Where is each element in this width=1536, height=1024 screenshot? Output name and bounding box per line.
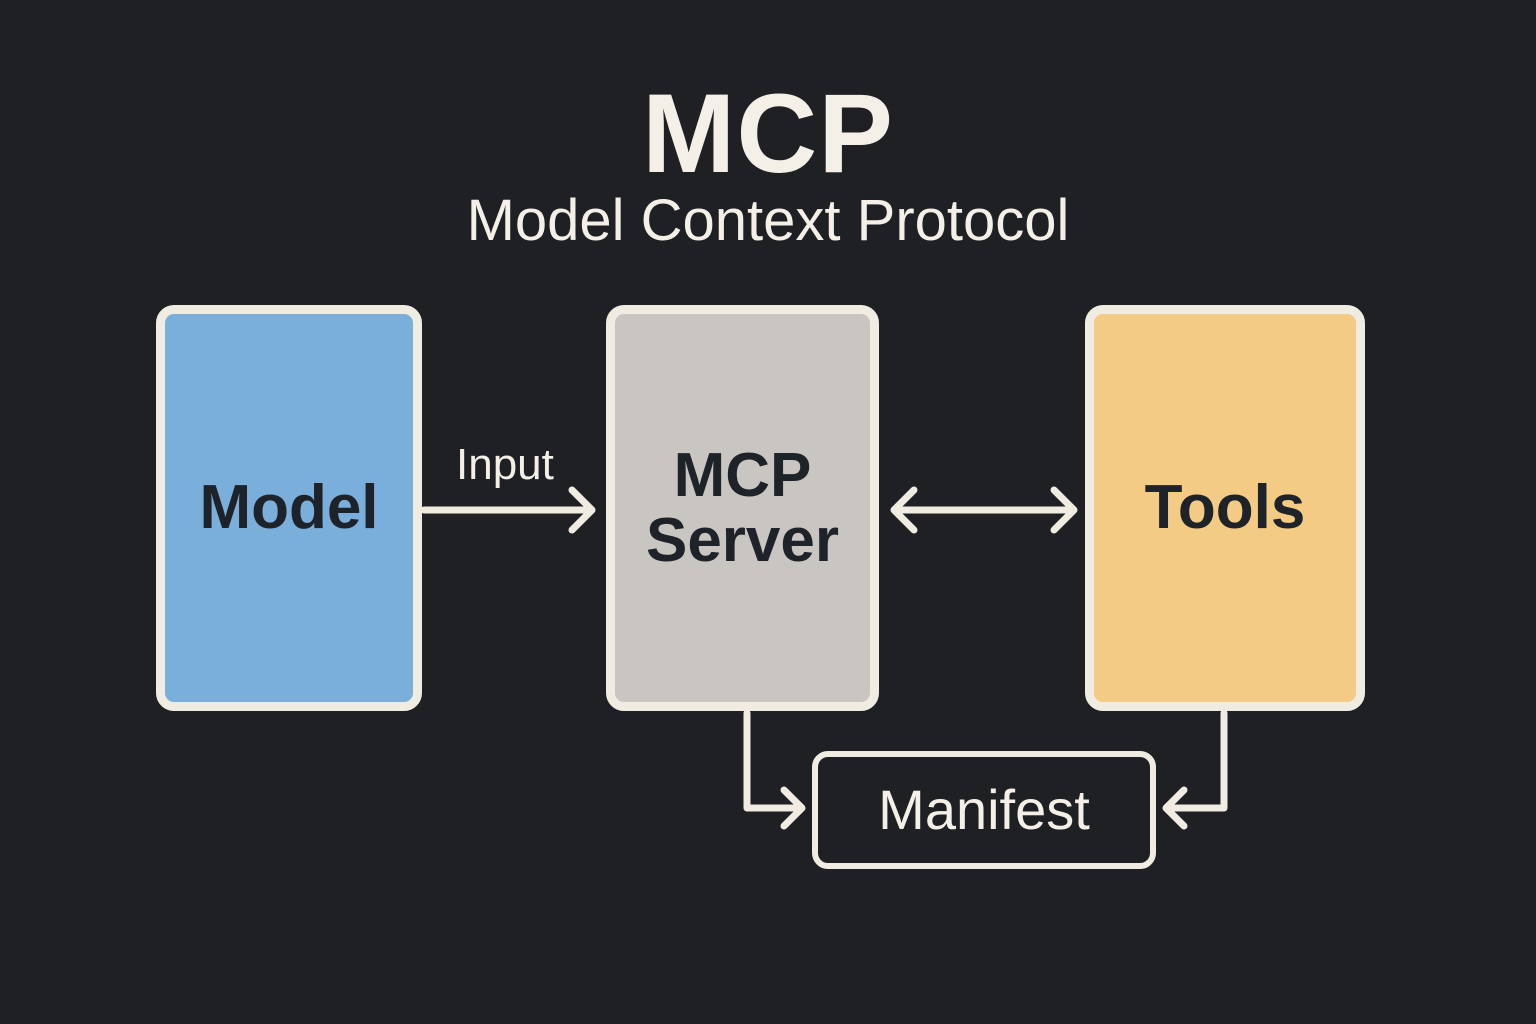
edge-label-input: Input bbox=[456, 440, 554, 489]
node-manifest-label: Manifest bbox=[878, 777, 1090, 841]
diagram-subtitle: Model Context Protocol bbox=[466, 188, 1070, 253]
edge-server-to-manifest bbox=[743, 709, 804, 812]
arrowhead-manifest-left bbox=[780, 786, 806, 830]
edge-tools-to-manifest bbox=[1164, 709, 1228, 812]
arrowhead-manifest-right bbox=[1162, 786, 1188, 830]
node-mcp-server: MCP Server bbox=[606, 305, 879, 711]
arrowhead-tools-side bbox=[1050, 486, 1078, 534]
node-model-label: Model bbox=[199, 473, 379, 543]
arrowhead-server-in bbox=[568, 486, 596, 534]
node-tools: Tools bbox=[1085, 305, 1365, 711]
arrowhead-server-side bbox=[890, 486, 918, 534]
node-manifest: Manifest bbox=[812, 751, 1156, 869]
node-model: Model bbox=[156, 305, 422, 711]
node-tools-label: Tools bbox=[1144, 473, 1306, 543]
diagram-title: MCP bbox=[642, 71, 894, 196]
node-mcp-server-label: MCP Server bbox=[645, 440, 840, 575]
